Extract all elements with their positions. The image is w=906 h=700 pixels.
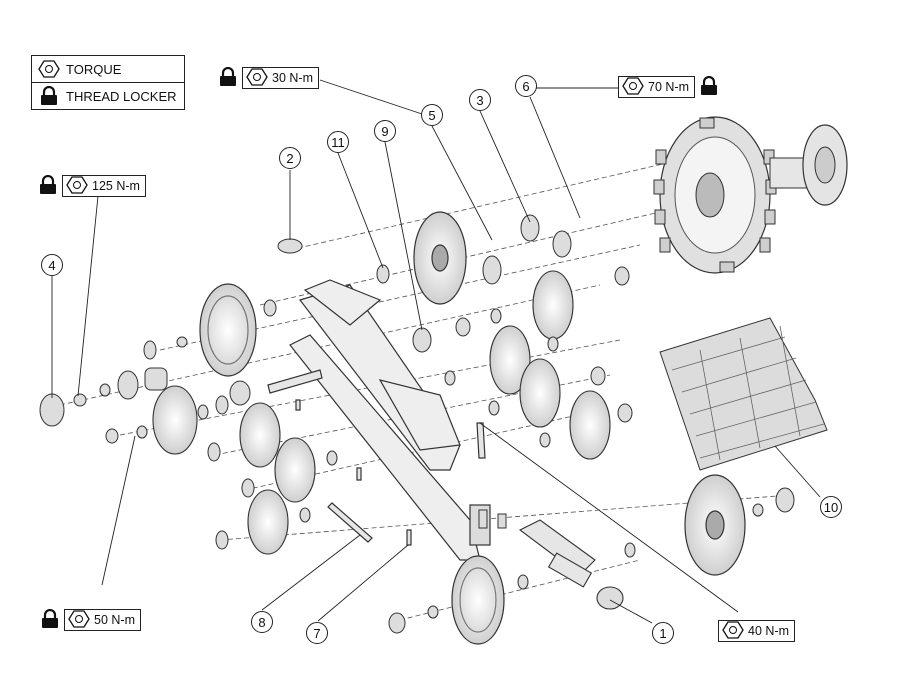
legend-torque-label: TORQUE [66,61,122,77]
torque-badge-30: 30 N-m [218,66,319,90]
padlock-icon [40,608,60,632]
drive-sprocket [653,116,777,274]
legend-thread-locker-label: THREAD LOCKER [66,88,177,104]
legend: TORQUE THREAD LOCKER [31,55,185,110]
callout-7: 7 [306,622,328,644]
torque-badge-70: 70 N-m [618,75,719,99]
hexagon-nut-icon [622,76,644,98]
hexagon-nut-icon [68,609,90,631]
callout-5: 5 [421,104,443,126]
padlock-icon [32,86,66,106]
callout-1: 1 [652,622,674,644]
suspension-frame [289,279,491,561]
hexagon-nut-icon [722,620,744,642]
padlock-icon [218,66,238,90]
legend-torque-row: TORQUE [32,56,184,82]
torque-value: 40 N-m [748,624,789,638]
large-wheels [199,211,746,645]
legend-thread-locker-row: THREAD LOCKER [32,82,184,109]
callout-3: 3 [469,89,491,111]
padlock-icon [699,75,719,99]
callout-2: 2 [279,147,301,169]
pins-and-rods [267,369,486,546]
torque-badge-50: 50 N-m [40,608,141,632]
torque-badge-125: 125 N-m [38,174,146,198]
padlock-icon [38,174,58,198]
callout-9: 9 [374,120,396,142]
callout-8: 8 [251,611,273,633]
hexagon-nut-icon [246,67,268,89]
callout-4: 4 [41,254,63,276]
torque-badge-40: 40 N-m [718,620,795,642]
callout-11: 11 [327,131,349,153]
drive-shaft-hub [769,124,848,206]
medium-wheels [152,270,611,555]
callout-6: 6 [515,75,537,97]
hexagon-nut-icon [32,60,66,78]
lower-cross-shaft [518,519,624,610]
leader-lines [51,79,821,624]
torque-value: 70 N-m [648,80,689,94]
torque-value: 50 N-m [94,613,135,627]
track-belt [659,317,828,471]
small-hardware [39,214,795,634]
torque-value: 125 N-m [92,179,140,193]
torque-value: 30 N-m [272,71,313,85]
hexagon-nut-icon [66,175,88,197]
callout-10: 10 [820,496,842,518]
